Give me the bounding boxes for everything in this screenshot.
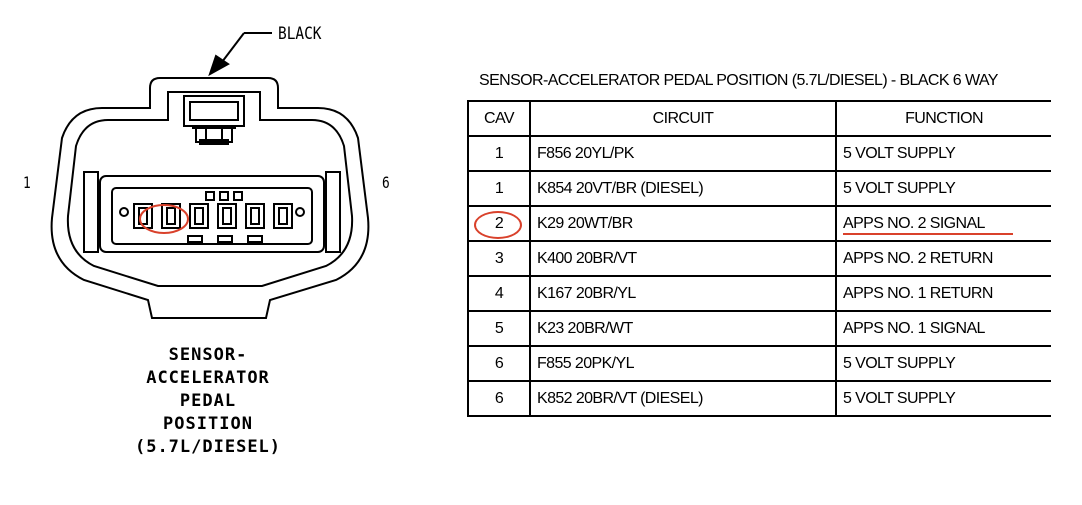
cell-cav: 1 xyxy=(467,135,531,172)
table-row: 5 K23 20BR/WT APPS NO. 1 SIGNAL xyxy=(467,310,1051,347)
table-row: 1 F856 20YL/PK 5 VOLT SUPPLY xyxy=(467,135,1051,172)
rib-right xyxy=(325,171,341,253)
cell-circuit: F855 20PK/YL xyxy=(529,345,837,382)
cell-function: 5 VOLT SUPPLY xyxy=(835,380,1051,417)
cell-function: APPS NO. 1 SIGNAL xyxy=(835,310,1051,347)
connector-face-inner xyxy=(111,187,313,245)
cell-cav: 6 xyxy=(467,345,531,382)
pinout-table: CAV CIRCUIT FUNCTION 1 F856 20YL/PK 5 VO… xyxy=(467,100,1051,417)
caption-line: PEDAL xyxy=(179,391,237,411)
caption-line: SENSOR- xyxy=(168,345,248,365)
connector-diagram: BLACK 1 6 SENSOR- ACCELERATOR PEDAL POSI… xyxy=(0,0,420,505)
table-header-row: CAV CIRCUIT FUNCTION xyxy=(467,100,1051,137)
face-screw-right xyxy=(295,207,305,217)
header-function: FUNCTION xyxy=(835,100,1051,137)
table-row: 3 K400 20BR/VT APPS NO. 2 RETURN xyxy=(467,240,1051,277)
rib-left xyxy=(83,171,99,253)
cell-function: 5 VOLT SUPPLY xyxy=(835,170,1051,207)
table-row: 6 K852 20BR/VT (DIESEL) 5 VOLT SUPPLY xyxy=(467,380,1051,417)
connector-caption: SENSOR- ACCELERATOR PEDAL POSITION (5.7L… xyxy=(100,344,316,459)
cav-highlight-ring xyxy=(474,211,522,239)
caption-line: (5.7L/DIESEL) xyxy=(134,437,282,457)
cavity-2-highlight xyxy=(139,204,189,234)
cell-cav: 5 xyxy=(467,310,531,347)
cell-function-value: APPS NO. 2 SIGNAL xyxy=(843,214,985,232)
pin-number-right: 6 xyxy=(381,173,390,192)
cell-circuit: K400 20BR/VT xyxy=(529,240,837,277)
cell-circuit: K167 20BR/YL xyxy=(529,275,837,312)
cell-function-highlighted: APPS NO. 2 SIGNAL xyxy=(835,205,1051,242)
connector-outer-shell xyxy=(50,77,370,319)
function-highlight-underline xyxy=(843,233,1013,235)
latch xyxy=(183,95,245,145)
connector-inner-shell xyxy=(66,91,354,287)
pin-number-left: 1 xyxy=(22,173,31,192)
terminal-row xyxy=(133,203,293,229)
callout-arrow xyxy=(208,32,272,77)
cell-circuit: K852 20BR/VT (DIESEL) xyxy=(529,380,837,417)
cell-cav: 4 xyxy=(467,275,531,312)
cell-cav: 6 xyxy=(467,380,531,417)
caption-line: POSITION xyxy=(163,414,253,434)
cell-function: APPS NO. 2 RETURN xyxy=(835,240,1051,277)
cell-function: APPS NO. 1 RETURN xyxy=(835,275,1051,312)
face-screw-left xyxy=(119,207,129,217)
connector-face xyxy=(99,175,325,253)
cell-cav: 3 xyxy=(467,240,531,277)
cell-cav-highlighted: 2 xyxy=(467,205,531,242)
table-row-highlighted: 2 K29 20WT/BR APPS NO. 2 SIGNAL xyxy=(467,205,1051,242)
keying-tabs xyxy=(187,191,263,243)
cell-circuit: K29 20WT/BR xyxy=(529,205,837,242)
cell-cav: 1 xyxy=(467,170,531,207)
cell-circuit: F856 20YL/PK xyxy=(529,135,837,172)
cell-circuit: K23 20BR/WT xyxy=(529,310,837,347)
header-circuit: CIRCUIT xyxy=(529,100,837,137)
connector-drawing xyxy=(50,32,370,319)
cell-function: 5 VOLT SUPPLY xyxy=(835,345,1051,382)
color-callout-label: BLACK xyxy=(278,24,322,44)
cell-circuit: K854 20VT/BR (DIESEL) xyxy=(529,170,837,207)
cell-function: 5 VOLT SUPPLY xyxy=(835,135,1051,172)
caption-line: ACCELERATOR xyxy=(146,368,270,388)
header-cav: CAV xyxy=(467,100,531,137)
table-row: 6 F855 20PK/YL 5 VOLT SUPPLY xyxy=(467,345,1051,382)
table-row: 1 K854 20VT/BR (DIESEL) 5 VOLT SUPPLY xyxy=(467,170,1051,207)
table-row: 4 K167 20BR/YL APPS NO. 1 RETURN xyxy=(467,275,1051,312)
pinout-table-title: SENSOR-ACCELERATOR PEDAL POSITION (5.7L/… xyxy=(479,72,998,89)
